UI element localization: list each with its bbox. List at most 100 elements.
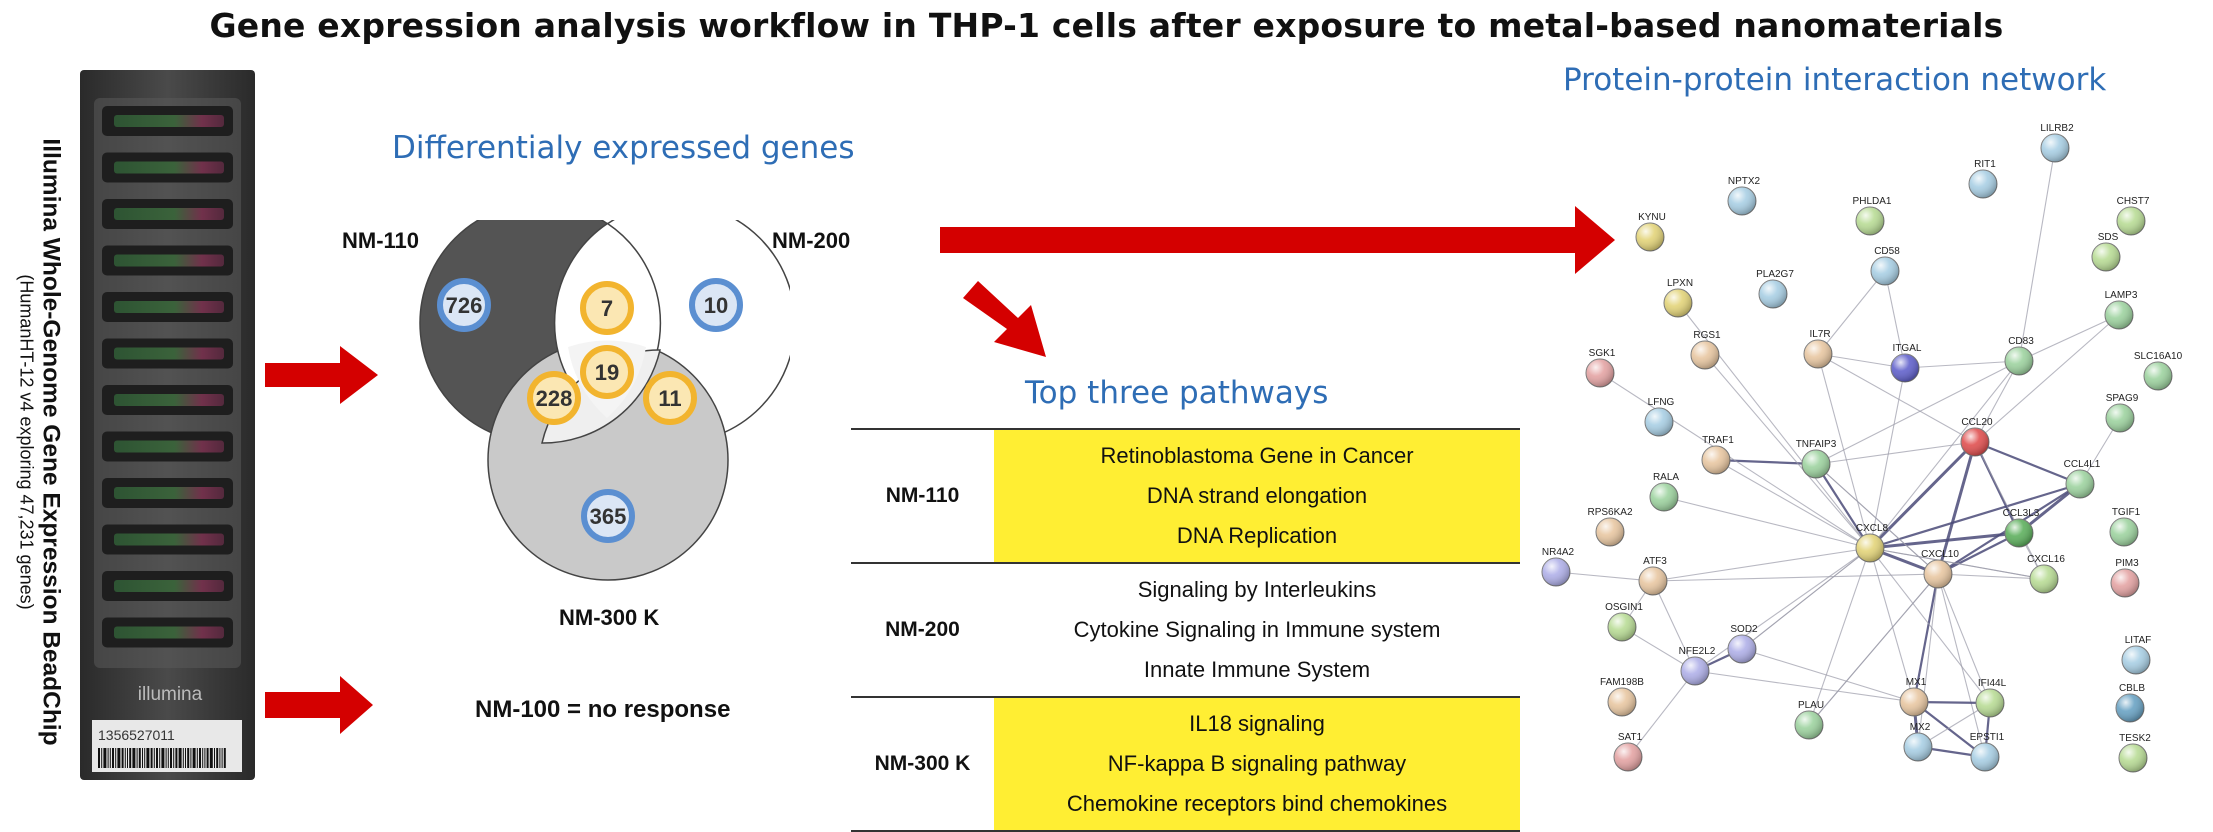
network-node: RALA — [1649, 472, 1679, 512]
network-edge — [1912, 573, 1940, 703]
venn-value-text: 7 — [601, 296, 613, 321]
network-node-label: LAMP3 — [2105, 290, 2138, 301]
venn-value-text: 11 — [658, 386, 681, 411]
network-node: CCL20 — [1960, 417, 1993, 457]
network-edge — [1817, 353, 1871, 549]
network-edge — [1815, 463, 1939, 575]
network-node-label: RALA — [1653, 472, 1679, 483]
network-node-label: LPXN — [1667, 278, 1693, 289]
pathway-item: IL18 signaling — [1189, 711, 1325, 736]
network-edge — [1652, 573, 1939, 582]
network-edge — [1974, 314, 2120, 443]
network-node-label: FAM198B — [1600, 677, 1644, 688]
network-node-label: TGIF1 — [2112, 507, 2141, 518]
network-edge — [1869, 360, 2020, 549]
network-edge — [1869, 367, 1906, 549]
network-node: CCL3L3 — [2003, 508, 2040, 548]
network-edge — [1974, 440, 2081, 486]
pathway-item: Chemokine receptors bind chemokines — [1066, 791, 1448, 816]
chip-slot-stripe — [114, 440, 224, 453]
network-node: SGK1 — [1585, 348, 1616, 388]
network-edge — [1817, 353, 1906, 369]
network-node-label: CD83 — [2008, 336, 2034, 347]
network-edge — [1741, 547, 1871, 650]
network-edge — [1917, 573, 1939, 748]
network-edge — [1741, 648, 1915, 703]
pathway-item: DNA strand elongation — [1146, 483, 1368, 508]
network-node-label: NPTX2 — [1728, 176, 1761, 187]
network-node: CBLB — [2115, 683, 2145, 723]
venn-value-all-three: 19 — [580, 345, 634, 399]
network-node-label: PIM3 — [2115, 558, 2139, 569]
venn-value-nm110-only: 726 — [437, 278, 491, 332]
set-label-nm110: NM-110 — [342, 228, 420, 253]
pathway-item: DNA Replication — [1176, 523, 1338, 548]
venn-value-text: 228 — [536, 386, 573, 411]
venn-value-nm110-nm300: 228 — [527, 371, 581, 425]
venn-title: Differentialy expressed genes — [392, 130, 855, 166]
network-edge — [1936, 441, 1977, 575]
network-node: LAMP3 — [2104, 290, 2138, 330]
chip-subtitle: (HumanHT-12 v4 exploring 47,231 genes) — [16, 274, 37, 610]
network-node: IFI44L — [1975, 678, 2007, 718]
network-node: PLA2G7 — [1756, 269, 1794, 309]
arrow-chip-to-venn — [265, 346, 378, 404]
network-node-label: CD58 — [1874, 246, 1900, 257]
network-node-label: NR4A2 — [1542, 547, 1575, 558]
network-edge — [1815, 360, 2020, 465]
network-node: PLAU — [1794, 700, 1824, 740]
network-node-label: CCL20 — [1961, 417, 1993, 428]
arrow-venn-to-network — [940, 206, 1615, 274]
network-edge — [1974, 441, 2045, 580]
network-node: RGS1 — [1690, 330, 1721, 370]
network-node-label: SGK1 — [1589, 348, 1616, 359]
network-node-label: IFI44L — [1978, 678, 2007, 689]
network-edge — [1937, 573, 2045, 580]
network-node-label: SOD2 — [1730, 624, 1758, 635]
network-node: CXCL8 — [1855, 523, 1889, 563]
network-edge — [1815, 463, 1871, 549]
network-node: CXCL10 — [1921, 549, 1959, 589]
network-node: CD83 — [2004, 336, 2034, 376]
network-node: CHST7 — [2116, 196, 2150, 236]
chip-slot-stripe — [114, 208, 224, 220]
chip-slot-stripe — [114, 394, 224, 406]
network-node: ITGAL — [1890, 343, 1922, 383]
network-edge — [1627, 670, 1696, 758]
chip-slot-stripe — [114, 254, 224, 267]
network-node-label: PLAU — [1798, 700, 1824, 711]
network-node-label: ATF3 — [1643, 556, 1667, 567]
pathway-group-label: NM-300 K — [874, 752, 971, 775]
network-node-label: PLA2G7 — [1756, 269, 1794, 280]
chip-slot-stripe — [114, 580, 224, 592]
network-node-label: CXCL8 — [1856, 523, 1889, 534]
network-node: SAT1 — [1613, 732, 1643, 772]
network-node: MX1 — [1899, 677, 1929, 717]
network-node-label: CBLB — [2119, 683, 2145, 694]
network-edge — [1817, 270, 1886, 355]
network-node: TESK2 — [2118, 733, 2151, 773]
set-label-nm200: NM-200 — [772, 228, 851, 253]
network-edge — [1808, 573, 1939, 726]
venn-value-nm200-nm300: 11 — [643, 371, 697, 425]
network-node-label: SPAG9 — [2106, 393, 2139, 404]
network-node: TGIF1 — [2109, 507, 2141, 547]
network-node-label: RPS6KA2 — [1587, 507, 1632, 518]
beadchip-image: illumina 1356527011 — [80, 70, 255, 780]
network-node: NR4A2 — [1541, 547, 1575, 587]
network-node-label: TNFAIP3 — [1796, 439, 1837, 450]
arrow-venn-to-pathways — [963, 281, 1046, 357]
network-node: FAM198B — [1600, 677, 1644, 717]
network-node: MX2 — [1903, 722, 1933, 762]
network-node: CCL4L1 — [2064, 459, 2101, 499]
network-node: CXCL16 — [2027, 554, 2065, 594]
network-edge — [1869, 547, 1991, 704]
network-node: RPS6KA2 — [1587, 507, 1633, 547]
network-edge — [1652, 580, 1696, 672]
venn-value-text: 10 — [704, 293, 728, 318]
network-node-label: CCL4L1 — [2064, 459, 2101, 470]
